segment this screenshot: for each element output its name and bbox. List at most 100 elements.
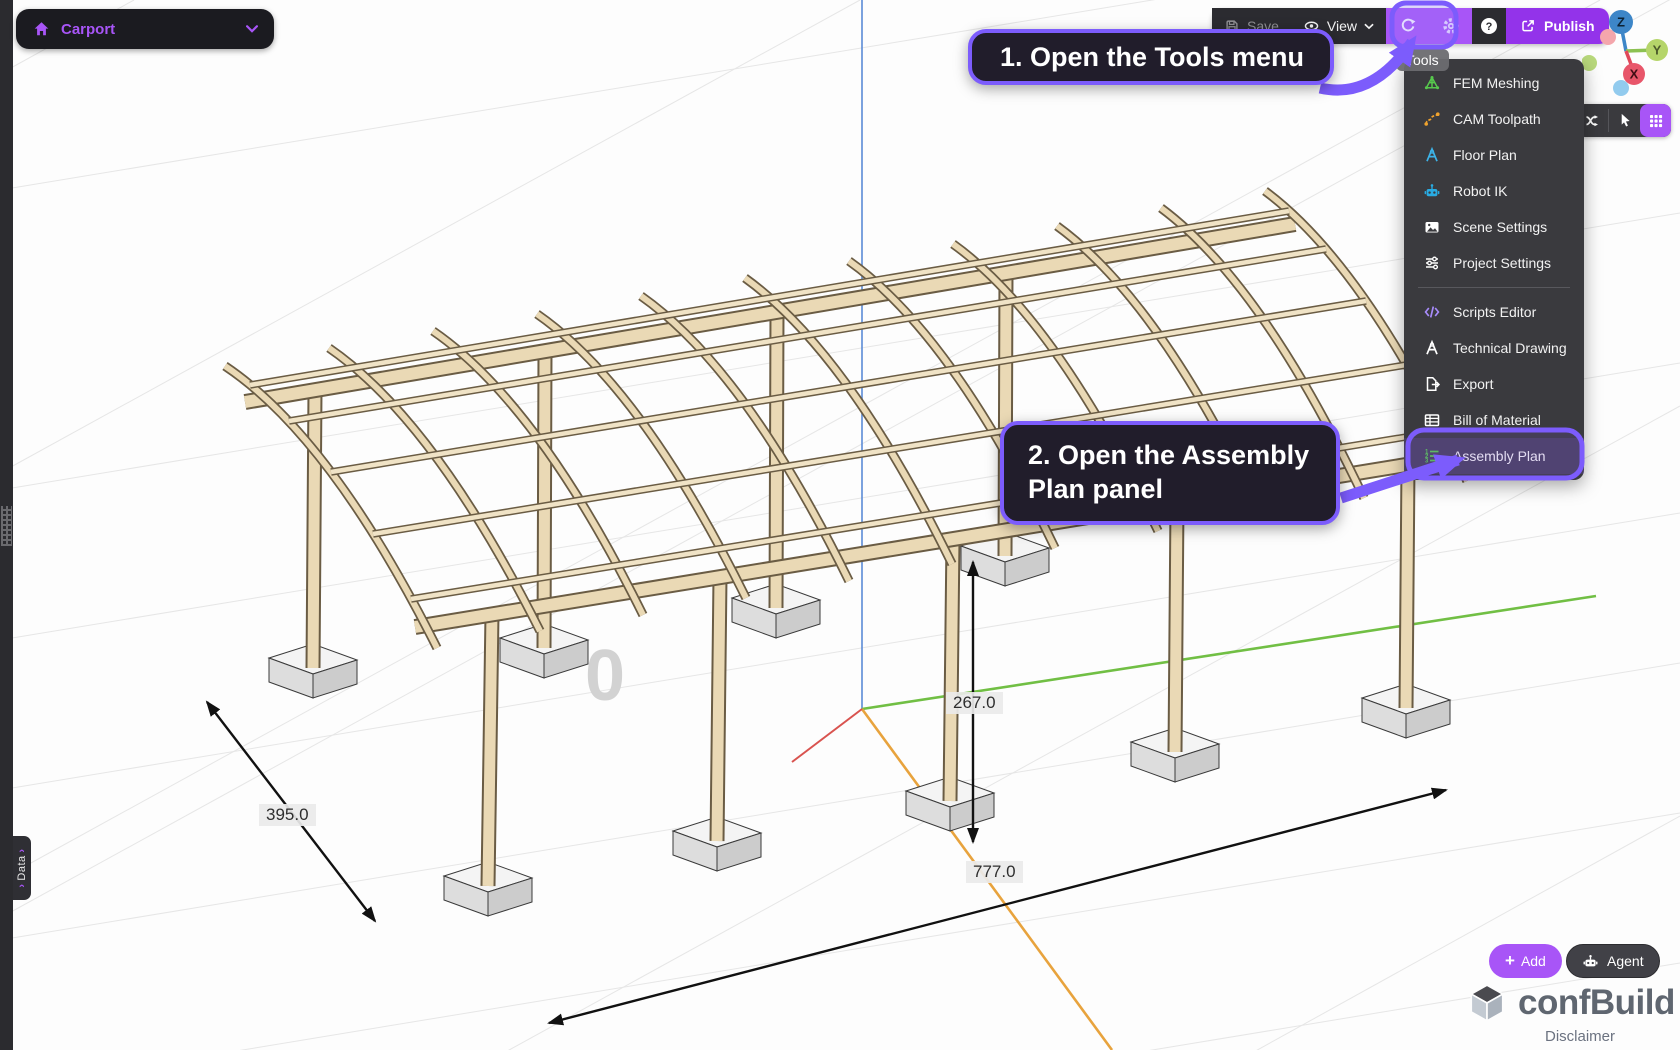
annotation-step-2: 2. Open the Assembly Plan panel (1000, 421, 1340, 525)
cam-toolpath-icon (1422, 110, 1442, 128)
gear-icon (1442, 18, 1459, 34)
svg-text:?: ? (1486, 21, 1493, 33)
robot-icon (1583, 954, 1598, 966)
tools-menu-item-bill-of-material[interactable]: Bill of Material (1404, 402, 1584, 438)
publish-button[interactable]: Publish (1506, 8, 1609, 44)
gizmo-x-ball[interactable] (1623, 63, 1645, 85)
menu-item-label: Robot IK (1453, 183, 1508, 199)
gizmo-z-ball[interactable] (1609, 10, 1633, 34)
agent-button[interactable]: Agent (1566, 944, 1660, 978)
gizmo-y-ball[interactable] (1646, 39, 1668, 61)
brand-name: confBuild (1518, 983, 1675, 1022)
dimension-line-length (547, 787, 1448, 1026)
menu-item-label: Assembly Plan (1453, 448, 1546, 464)
crossing-arrows-button[interactable] (1577, 104, 1608, 137)
select-cursor-button[interactable] (1609, 104, 1640, 137)
annotation-step-2-text: 2. Open the Assembly Plan panel (1028, 440, 1310, 504)
menu-item-label: Export (1453, 376, 1494, 392)
menu-item-label: Technical Drawing (1453, 340, 1567, 356)
dimension-label-width: 395.0 (259, 804, 316, 826)
cursor-icon (1621, 113, 1630, 127)
tools-menu-item-technical-drawing[interactable]: Technical Drawing (1404, 330, 1584, 366)
data-panel-tab[interactable]: › Data › (13, 836, 31, 900)
chevron-icon: › (16, 848, 28, 853)
refresh-button[interactable] (1386, 8, 1429, 44)
tools-menu-item-floor-plan[interactable]: Floor Plan (1404, 137, 1584, 173)
tools-menu-button[interactable] (1429, 8, 1472, 44)
robot-ik-icon (1422, 182, 1442, 200)
project-settings-icon (1422, 254, 1442, 272)
svg-text:Z: Z (1617, 15, 1625, 30)
tools-menu-item-cam-toolpath[interactable]: CAM Toolpath (1404, 101, 1584, 137)
menu-item-label: FEM Meshing (1453, 75, 1540, 91)
grid-toggle-button[interactable] (1640, 104, 1671, 137)
menu-item-label: Scene Settings (1453, 219, 1548, 235)
annotation-step-1-text: 1. Open the Tools menu (1000, 41, 1305, 72)
gizmo-minus-y-ball[interactable] (1582, 55, 1597, 71)
chevron-down-icon (246, 25, 258, 33)
project-name: Carport (61, 20, 116, 38)
menu-item-label: Scripts Editor (1453, 304, 1537, 320)
menu-item-label: Bill of Material (1453, 412, 1541, 428)
add-label: Add (1520, 953, 1546, 969)
svg-text:X: X (1630, 67, 1639, 82)
panel-grip-handle[interactable] (1, 506, 12, 546)
y-axis-line (861, 594, 1597, 711)
help-button[interactable]: ? (1479, 16, 1499, 36)
crossing-arrows-icon (1586, 115, 1598, 127)
agent-label: Agent (1607, 953, 1644, 969)
add-button[interactable]: + Add (1489, 944, 1562, 978)
publish-label: Publish (1544, 18, 1595, 34)
tools-menu-item-project-settings[interactable]: Project Settings (1404, 245, 1584, 281)
menu-item-label: Project Settings (1453, 255, 1552, 271)
scene-settings-icon (1422, 218, 1442, 236)
menu-item-label: CAM Toolpath (1453, 111, 1541, 127)
export-icon (1422, 375, 1442, 393)
gizmo-minus-x-ball[interactable] (1600, 29, 1616, 45)
tools-tooltip: Tools (1396, 49, 1449, 71)
gizmo-minus-z-ball[interactable] (1613, 80, 1629, 96)
brand-logo: confBuild (1466, 982, 1675, 1024)
left-edge-panel (0, 0, 13, 1050)
view-label: View (1326, 18, 1358, 34)
scripts-editor-icon (1422, 303, 1442, 321)
tools-menu-item-scripts-editor[interactable]: Scripts Editor (1404, 294, 1584, 330)
project-selector[interactable]: Carport (16, 9, 274, 49)
purlins (249, 207, 1444, 603)
origin-number-label: 0 (585, 636, 625, 716)
chevron-down-icon (1364, 23, 1374, 29)
technical-drawing-icon (1422, 339, 1442, 357)
data-tab-label: Data (16, 855, 28, 881)
fem-meshing-icon (1422, 74, 1442, 92)
tools-menu-item-export[interactable]: Export (1404, 366, 1584, 402)
tools-menu: FEM Meshing CAM Toolpath Floor Plan Robo… (1404, 59, 1584, 480)
dimension-label-height: 267.0 (946, 692, 1003, 714)
view-menu-button[interactable]: View (1291, 8, 1386, 44)
cube-logo-icon (1469, 984, 1505, 1023)
bill-of-material-icon (1422, 411, 1442, 429)
refresh-icon (1401, 18, 1415, 32)
chevron-icon: › (16, 883, 28, 888)
dimension-label-length: 777.0 (966, 861, 1023, 883)
floor-plan-icon (1422, 146, 1442, 164)
external-link-icon (1522, 20, 1534, 32)
grid-icon (1649, 114, 1662, 127)
disclaimer-link[interactable]: Disclaimer (1544, 1028, 1615, 1045)
question-mark-icon: ? (1481, 18, 1498, 34)
carport-model (222, 187, 1472, 917)
tools-menu-item-robot-ik[interactable]: Robot IK (1404, 173, 1584, 209)
plus-icon: + (1505, 951, 1515, 970)
menu-item-label: Floor Plan (1453, 147, 1517, 163)
svg-text:Y: Y (1653, 43, 1662, 58)
annotation-step-1: 1. Open the Tools menu (968, 29, 1334, 85)
viewport-tools (1577, 104, 1671, 137)
svg-text:3: 3 (1425, 459, 1429, 465)
menu-divider (1418, 287, 1570, 288)
tools-menu-item-fem-meshing[interactable]: FEM Meshing (1404, 65, 1584, 101)
home-icon (34, 22, 49, 36)
tools-menu-item-scene-settings[interactable]: Scene Settings (1404, 209, 1584, 245)
orientation-gizmo[interactable]: Z Y X (1582, 2, 1678, 102)
